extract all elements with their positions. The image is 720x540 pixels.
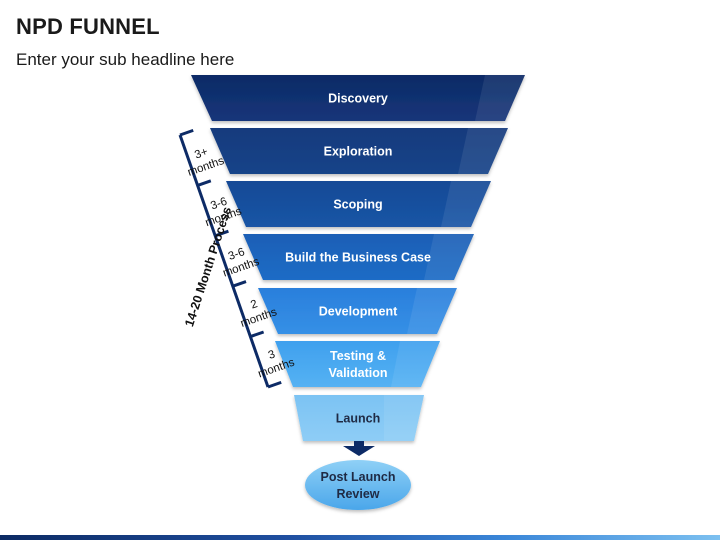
bracket-line <box>178 134 270 388</box>
footer-bar <box>0 535 720 540</box>
page-subtitle: Enter your sub headline here <box>16 50 235 69</box>
funnel-stage-shape <box>226 181 491 227</box>
funnel-stage-2: Exploration <box>210 128 508 174</box>
funnel-stage-6: Testing & Validation <box>275 341 440 387</box>
funnel-stage-highlight <box>424 234 474 280</box>
duration-value: 3-6 <box>209 196 229 213</box>
funnel-stage-shape <box>210 128 508 174</box>
post-launch-review-line-2: Review <box>336 487 379 501</box>
funnel-stage-shape <box>258 288 457 334</box>
duration-unit: months <box>239 306 279 330</box>
funnel-stage-label: Build the Business Case <box>285 251 431 265</box>
funnel-stage-shape <box>275 341 440 387</box>
funnel-stage-7: Launch <box>294 395 424 441</box>
funnel-stage-shape <box>294 395 424 441</box>
funnel-stage-shape <box>243 234 474 280</box>
funnel-stage-label: Launch <box>336 412 380 426</box>
funnel-stage-label: Discovery <box>328 92 388 106</box>
funnel-stage-highlight <box>475 75 525 121</box>
down-arrow-icon <box>343 441 375 456</box>
duration-unit: months <box>221 256 261 280</box>
bracket-tick <box>197 179 212 187</box>
page-title: NPD FUNNEL <box>16 14 160 39</box>
bracket-tick <box>232 280 247 288</box>
duration-value: 3 <box>267 349 277 362</box>
funnel-stage-5: Development <box>258 288 457 334</box>
duration-value: 3+ <box>193 146 210 162</box>
funnel-stage-label: Exploration <box>324 145 393 159</box>
bracket-tick <box>267 380 282 389</box>
funnel-stage-label: Testing & <box>330 349 386 363</box>
post-launch-review: Post Launch Review <box>305 460 411 510</box>
bracket-tick <box>249 330 265 339</box>
duration-value: 3-6 <box>227 246 247 263</box>
funnel-stage-highlight <box>391 341 440 387</box>
funnel-stage-1: Discovery <box>191 75 525 121</box>
bracket-tick <box>214 229 229 238</box>
funnel-stage-label: Validation <box>328 366 387 380</box>
funnel-stage-shape <box>191 75 525 121</box>
funnel-stage-highlight <box>458 128 508 174</box>
post-launch-review-line-1: Post Launch <box>320 470 395 484</box>
funnel-stage-label: Scoping <box>333 198 382 212</box>
funnel-stage-label: Development <box>319 305 398 319</box>
duration-bracket <box>178 128 282 389</box>
bracket-tick <box>179 128 194 137</box>
funnel-stage-highlight <box>384 395 424 441</box>
funnel-stage-highlight <box>441 181 491 227</box>
funnel-stage-3: Scoping <box>226 181 491 227</box>
duration-value: 2 <box>249 298 259 311</box>
duration-unit: months <box>186 155 226 179</box>
funnel-stage-highlight <box>407 288 457 334</box>
funnel-stage-4: Build the Business Case <box>243 234 474 280</box>
